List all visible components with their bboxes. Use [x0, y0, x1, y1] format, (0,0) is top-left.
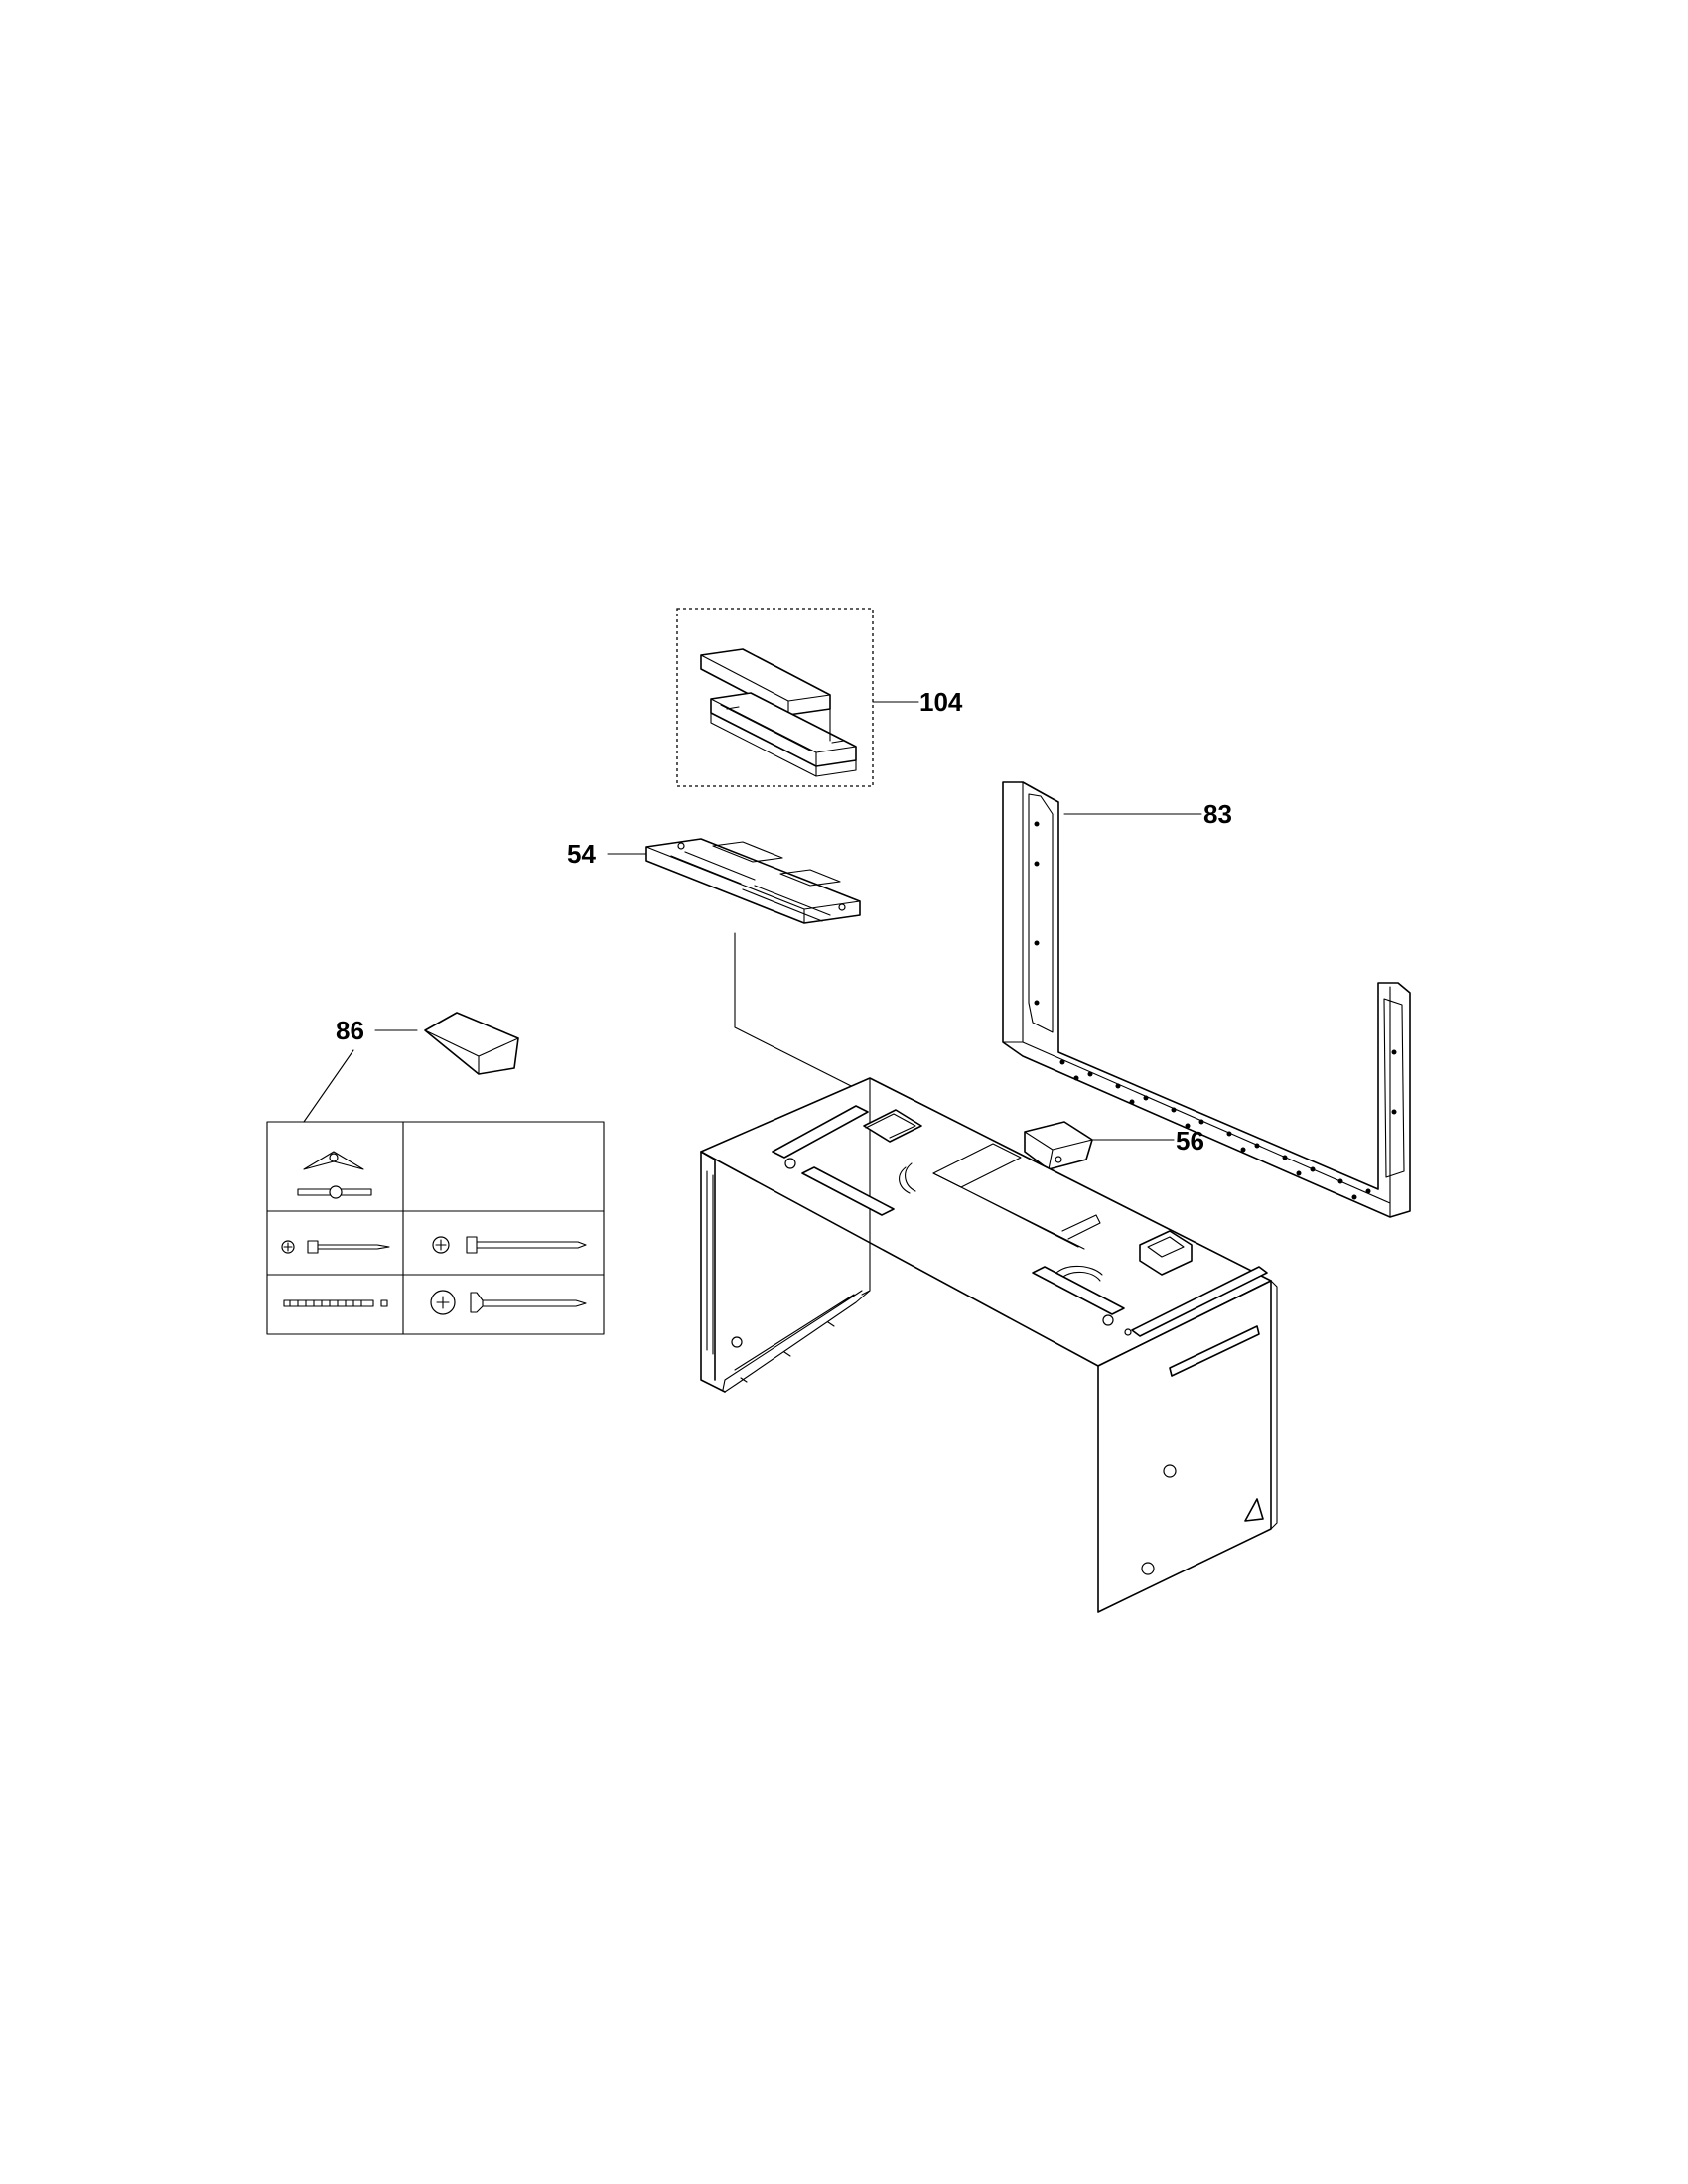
callout-104: 104 — [919, 687, 963, 717]
anchor-strip-icon — [283, 1299, 388, 1307]
part-54-plate[interactable] — [645, 838, 861, 924]
part-86-bag[interactable] — [424, 1012, 519, 1075]
part-104-kit[interactable] — [676, 608, 874, 787]
callout-54: 54 — [567, 839, 596, 869]
callout-56: 56 — [1176, 1126, 1204, 1156]
cabinet-shell — [700, 1077, 1278, 1613]
long-screw-icon — [432, 1236, 587, 1254]
leader-86-to-kit — [303, 1049, 354, 1123]
large-screw-icon — [430, 1290, 587, 1315]
callout-83: 83 — [1203, 799, 1232, 829]
part-56-bracket[interactable] — [1024, 1121, 1093, 1170]
hardware-kit-table — [266, 1121, 605, 1335]
callout-86: 86 — [336, 1016, 364, 1045]
toggle-anchor-icon — [297, 1151, 372, 1199]
part-83-rail[interactable] — [1002, 781, 1411, 1218]
screw-icon — [281, 1240, 390, 1254]
rail-holes — [1034, 821, 1397, 1200]
